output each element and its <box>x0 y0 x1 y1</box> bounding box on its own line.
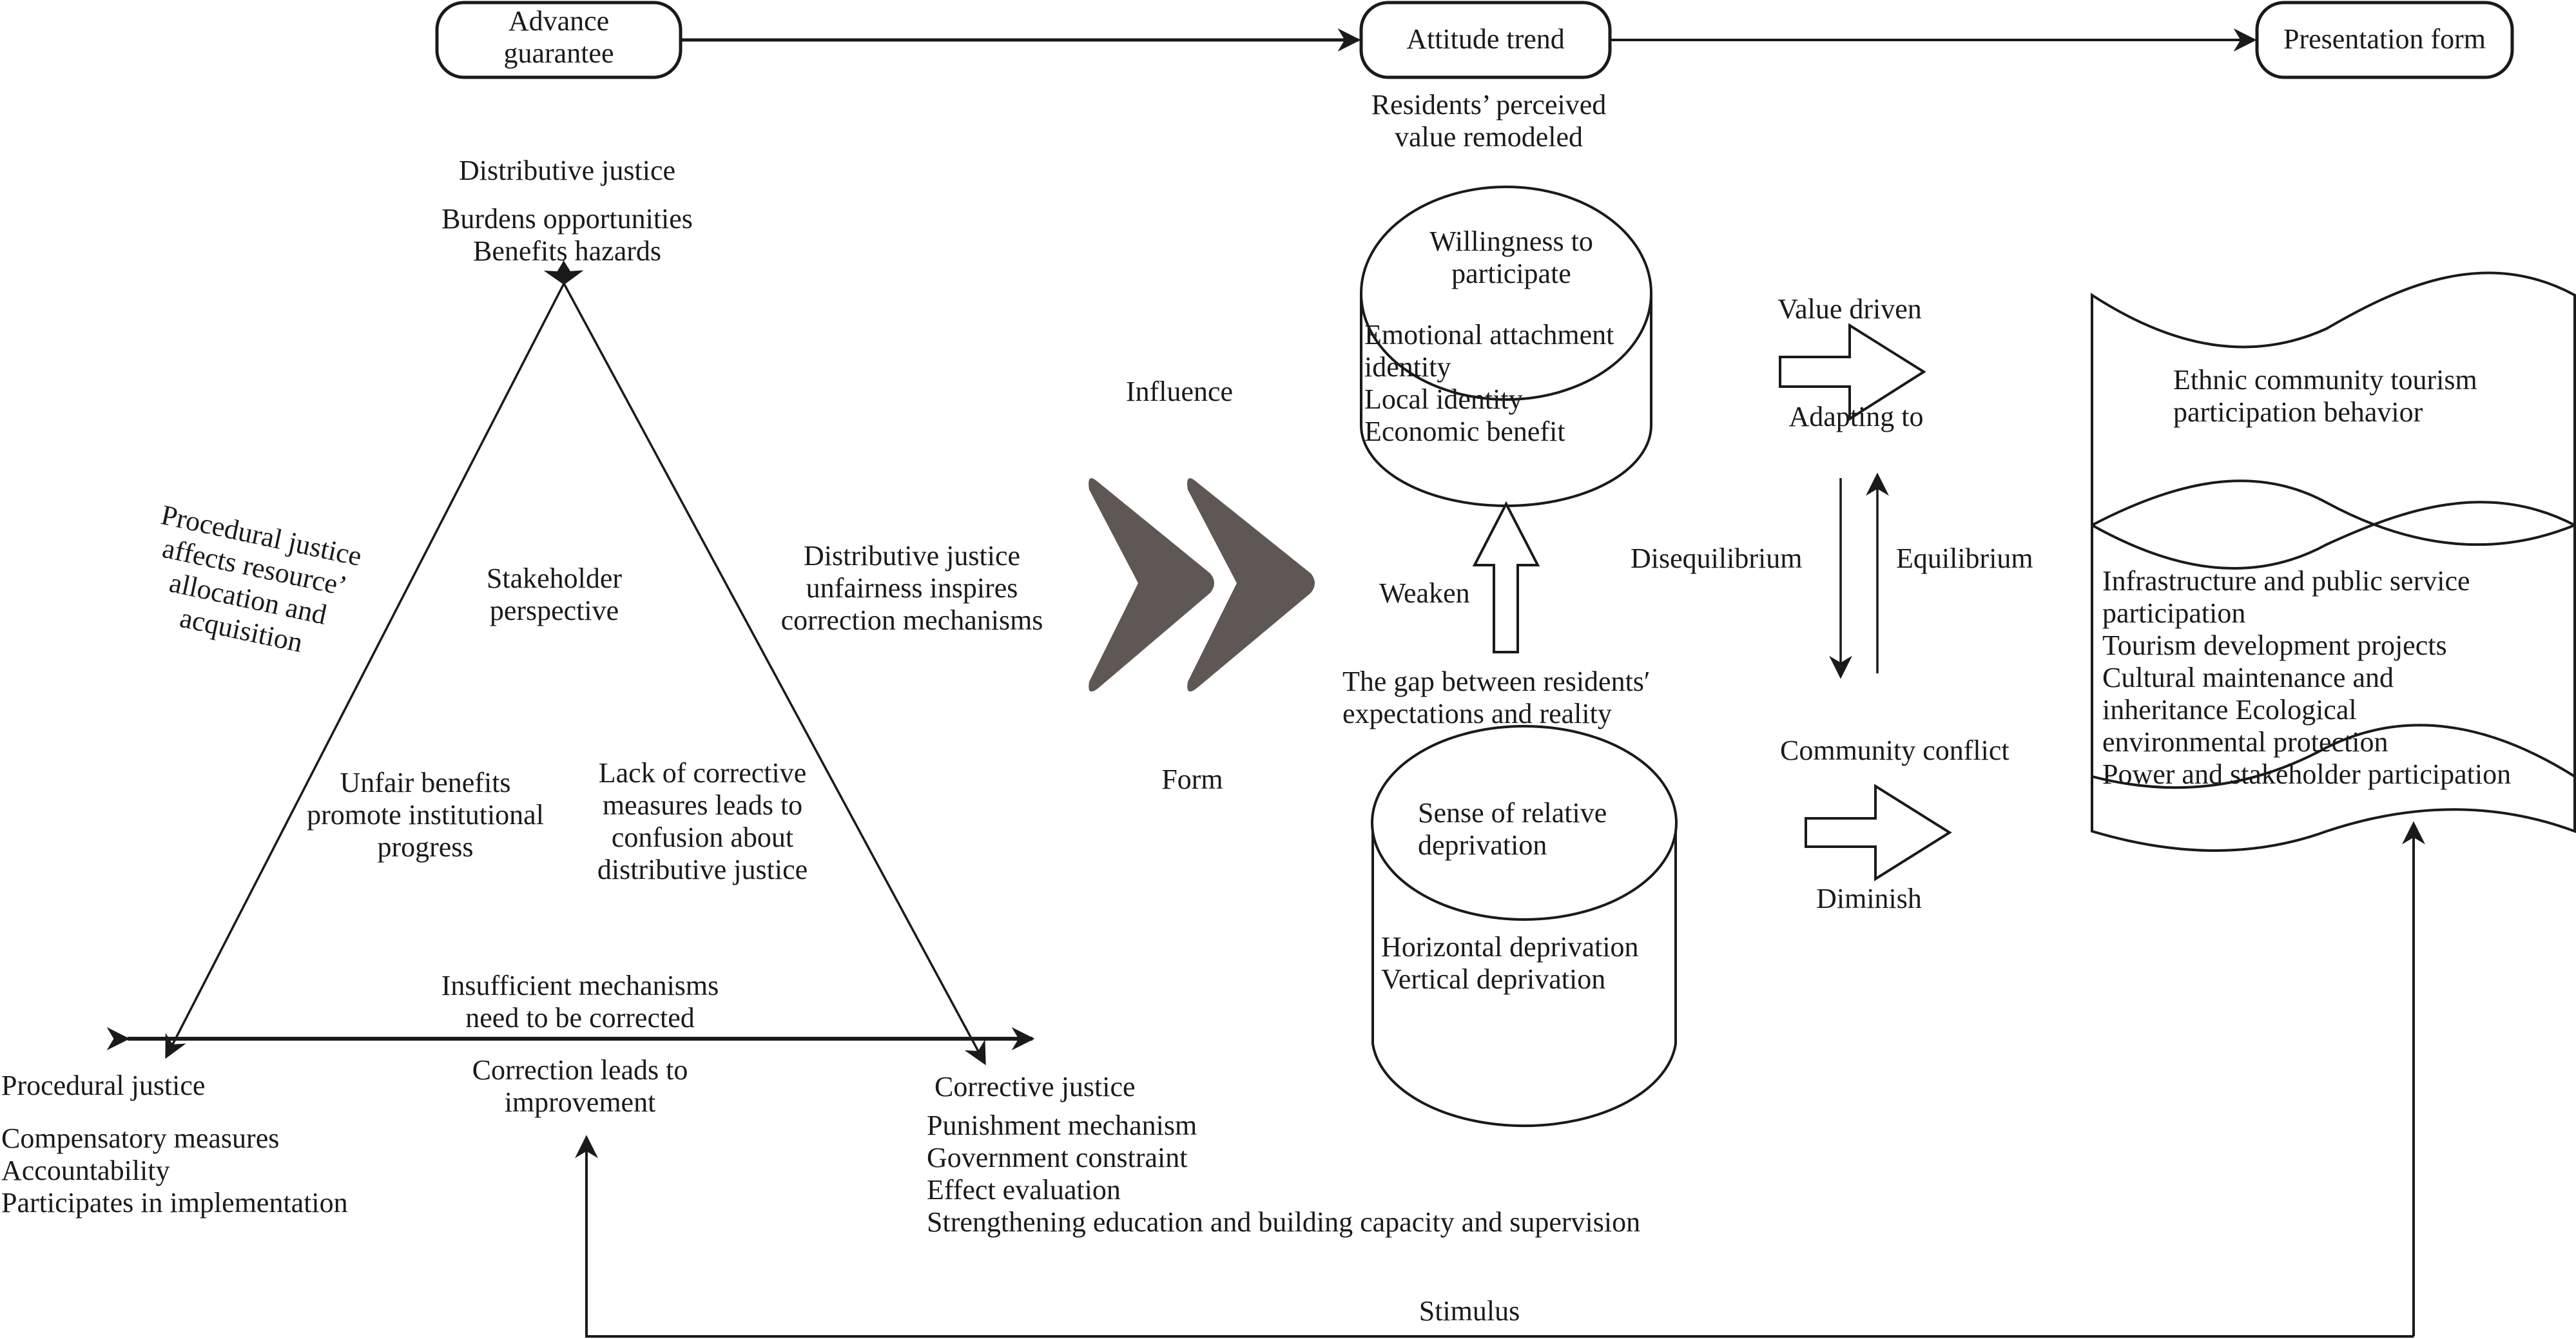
willingness-title: Willingness to participate <box>1373 226 1650 290</box>
deprivation-item: Vertical deprivation <box>1381 963 1606 995</box>
equilibrium-label: Equilibrium <box>1896 543 2033 574</box>
willingness-title-line: participate <box>1451 258 1571 289</box>
chevron-right-icon <box>1089 478 1315 692</box>
corrective-item: Punishment mechanism <box>927 1110 1197 1141</box>
procedural-item: Compensatory measures <box>1 1122 280 1154</box>
presentation-form-label: Presentation form <box>2283 23 2486 55</box>
advance-guarantee-label: Advance guarantee <box>437 5 681 70</box>
right-edge-line: unfairness inspires <box>806 572 1018 604</box>
gap-label: The gap between residents′ expectations … <box>1342 666 1651 730</box>
form-label: Form <box>1161 764 1223 795</box>
advance-guarantee-line: Advance <box>508 5 610 37</box>
outcome-item: Cultural maintenance and <box>2102 662 2394 693</box>
outcome-banner <box>2091 271 2576 852</box>
gap-line: The gap between residents′ <box>1342 666 1651 697</box>
value-driven-label: Value driven <box>1777 293 1922 325</box>
apex-item: Burdens opportunities <box>441 203 693 235</box>
unfair-benefits-label: Unfair benefits promote institutional pr… <box>277 767 574 863</box>
center-line: Stakeholder <box>486 563 623 594</box>
inner-right-line: distributive justice <box>597 854 808 885</box>
presentation-form-box <box>2255 1 2514 79</box>
procedural-item: Participates in implementation <box>1 1187 348 1219</box>
outcome-title-line: Ethnic community tourism <box>2173 364 2477 396</box>
apex-item: Benefits hazards <box>473 235 661 267</box>
willingness-item: Economic benefit <box>1364 416 1565 447</box>
deprivation-title-line: Sense of relative <box>1418 797 1607 829</box>
corrective-item: Strengthening education and building cap… <box>927 1206 1641 1238</box>
deprivation-items: Horizontal deprivation Vertical deprivat… <box>1381 931 1639 996</box>
willingness-item: Emotional attachment <box>1364 319 1614 351</box>
weaken-label: Weaken <box>1379 577 1470 609</box>
triangle-right-edge <box>543 259 986 1066</box>
right-edge-line: Distributive justice <box>803 540 1021 572</box>
center-line: perspective <box>489 595 619 626</box>
gap-line: expectations and reality <box>1342 698 1612 729</box>
weaken-hollow-arrow <box>1472 501 1540 653</box>
willingness-title-line: Willingness to <box>1429 226 1593 257</box>
corrective-justice-items: Punishment mechanism Government constrai… <box>927 1110 1640 1238</box>
attitude-trend-box <box>1359 1 1612 79</box>
stimulus-label: Stimulus <box>1419 1295 1520 1327</box>
insufficient-mechanisms-label: Insufficient mechanisms need to be corre… <box>412 970 748 1034</box>
outcome-item: Infrastructure and public service <box>2102 565 2470 597</box>
deprivation-title: Sense of relative deprivation <box>1418 797 1607 862</box>
distributive-unfairness-label: Distributive justice unfairness inspires… <box>754 540 1070 637</box>
willingness-items: Emotional attachment identity Local iden… <box>1364 319 1614 448</box>
outcome-item: environmental protection <box>2102 726 2388 758</box>
deprivation-cylinder <box>1371 725 1678 1128</box>
inner-right-line: confusion about <box>611 822 794 853</box>
base-bottom-line: Correction leads to <box>472 1054 688 1086</box>
procedural-justice-title: Procedural justice <box>1 1070 206 1101</box>
willingness-item: Local identity <box>1364 383 1523 415</box>
outcome-item: participation <box>2102 597 2246 629</box>
value-driven-hollow-arrow <box>1779 323 1926 421</box>
inner-left-line: progress <box>377 831 474 863</box>
base-top-line: need to be corrected <box>465 1002 695 1034</box>
correction-improvement-label: Correction leads to improvement <box>438 1054 722 1119</box>
corrective-item: Effect evaluation <box>927 1174 1121 1206</box>
deprivation-title-line: deprivation <box>1418 829 1547 861</box>
lack-corrective-label: Lack of corrective measures leads to con… <box>567 757 838 886</box>
influence-label: Influence <box>1125 376 1234 407</box>
corrective-justice-title: Corrective justice <box>935 1071 1136 1103</box>
community-conflict-label: Community conflict <box>1780 735 2009 766</box>
inner-right-line: Lack of corrective <box>598 757 807 789</box>
outcome-items: Infrastructure and public service partic… <box>2102 565 2511 791</box>
base-top-line: Insufficient mechanisms <box>441 970 719 1001</box>
willingness-item: identity <box>1364 351 1451 383</box>
procedural-item: Accountability <box>1 1155 170 1186</box>
advance-guarantee-line: guarantee <box>503 37 614 69</box>
outcome-title: Ethnic community tourism participation b… <box>2173 364 2477 429</box>
outcome-item: inheritance Ecological <box>2102 694 2357 726</box>
attitude-caption-line: value remodeled <box>1395 121 1583 153</box>
base-bottom-line: improvement <box>504 1086 656 1118</box>
stimulus-feedback-line <box>575 1135 2414 1338</box>
procedural-justice-items: Compensatory measures Accountability Par… <box>1 1122 348 1219</box>
right-edge-line: correction mechanisms <box>780 604 1043 636</box>
corrective-item: Government constraint <box>927 1142 1188 1173</box>
adapting-to-label: Adapting to <box>1788 401 1924 432</box>
diminish-label: Diminish <box>1816 883 1922 914</box>
deprivation-item: Horizontal deprivation <box>1381 931 1639 963</box>
distributive-justice-items: Burdens opportunities Benefits hazards <box>406 203 728 267</box>
distributive-justice-title: Distributive justice <box>458 155 676 186</box>
inner-left-line: Unfair benefits <box>340 767 511 798</box>
inner-right-line: measures leads to <box>602 789 803 821</box>
inner-left-line: promote institutional <box>307 799 544 831</box>
diminish-hollow-arrow <box>1805 784 1952 881</box>
triangle-left-edge <box>165 259 584 1059</box>
stakeholder-perspective-label: Stakeholder perspective <box>438 563 670 627</box>
attitude-caption-line: Residents’ perceived <box>1371 89 1607 120</box>
advance-guarantee-box <box>435 1 683 79</box>
disequilibrium-label: Disequilibrium <box>1631 543 1803 574</box>
outcome-title-line: participation behavior <box>2173 396 2423 428</box>
outcome-item: Power and stakeholder participation <box>2102 758 2512 790</box>
attitude-caption: Residents’ perceived value remodeled <box>1321 89 1656 153</box>
outcome-item: Tourism development projects <box>2102 630 2447 661</box>
willingness-cylinder <box>1360 186 1652 507</box>
attitude-trend-label: Attitude trend <box>1406 23 1565 55</box>
